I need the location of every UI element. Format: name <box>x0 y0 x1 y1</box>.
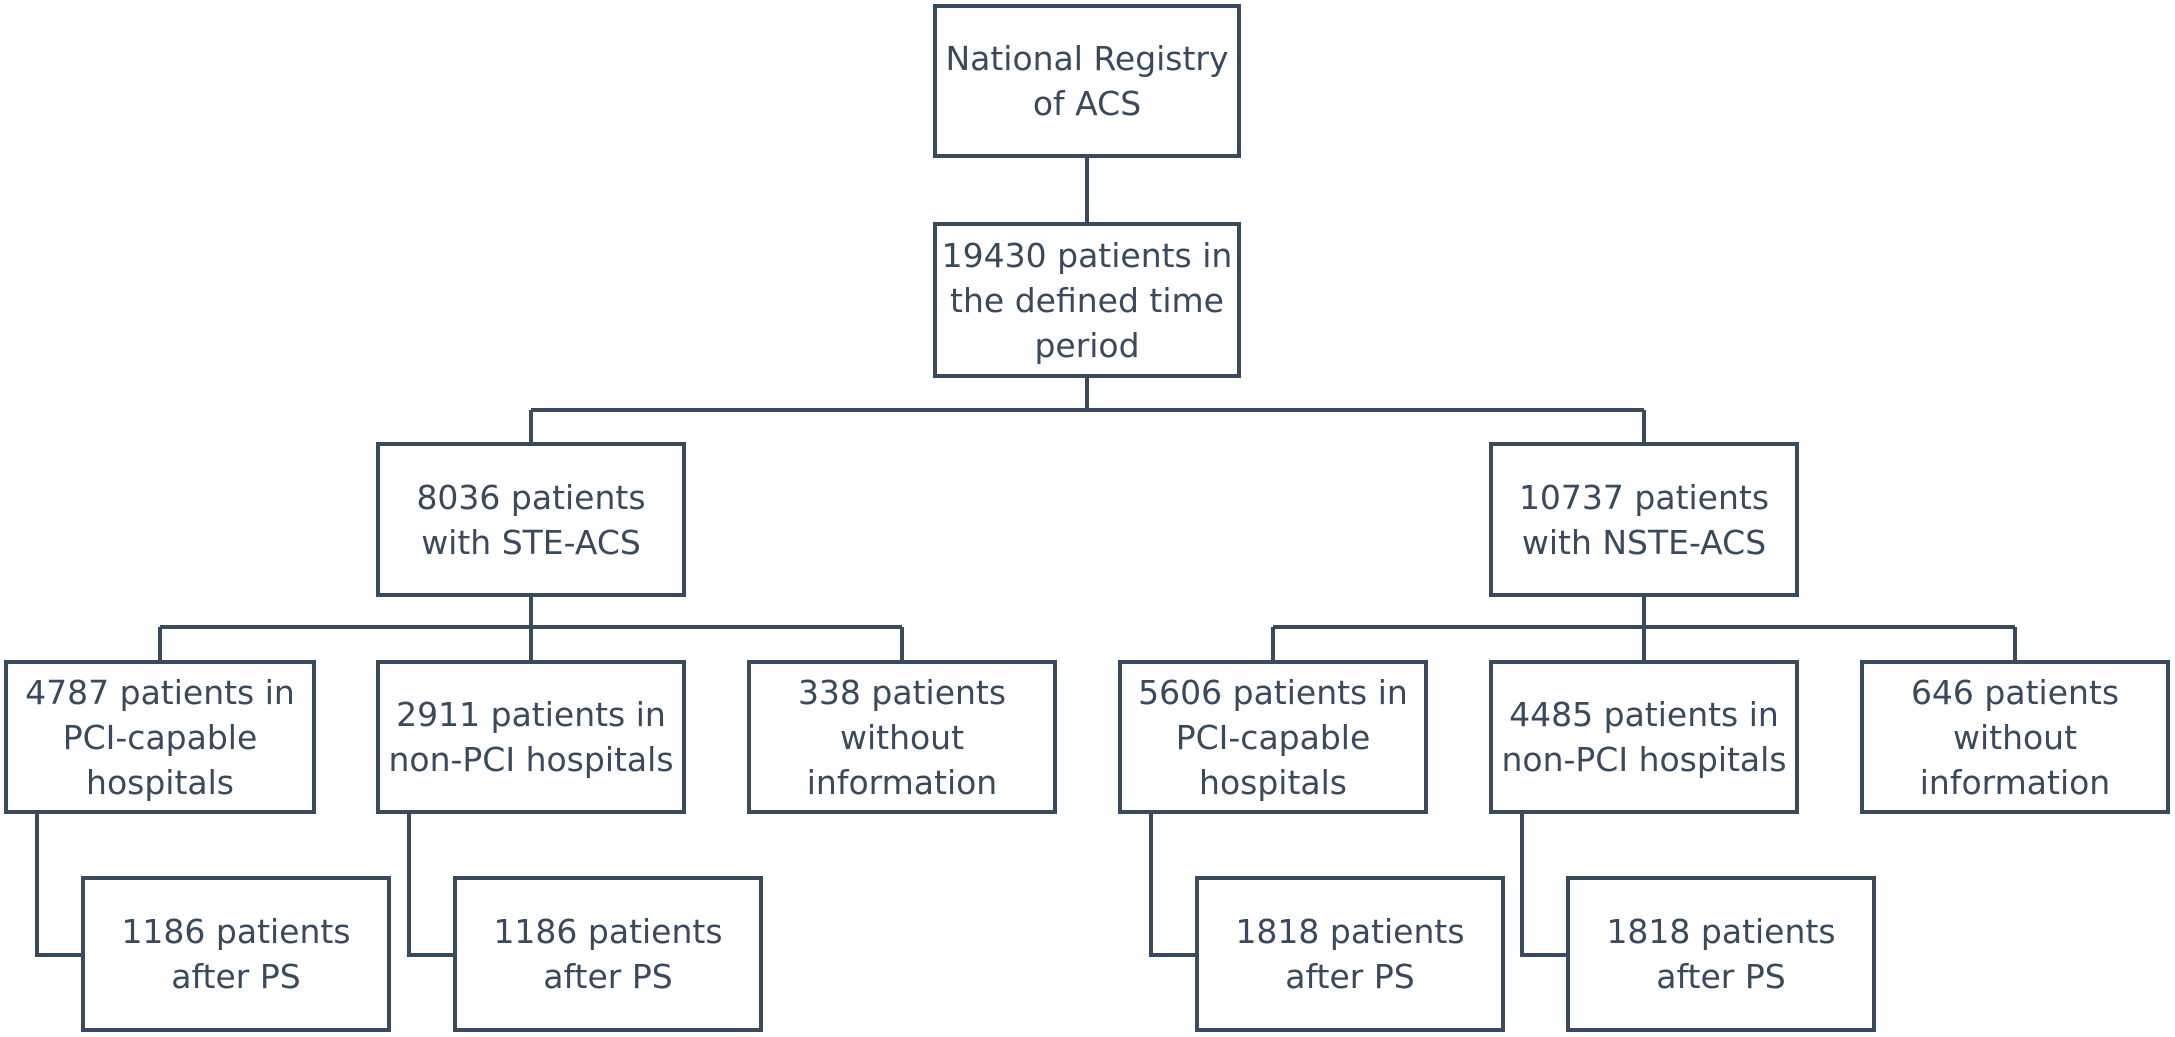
connector-ste-pci-ps <box>35 814 83 957</box>
node-ste-noinfo-line-1: 338 patients <box>797 672 1007 712</box>
connector-ste-nonpci-ps <box>407 814 455 957</box>
node-nste-nonpci: 4485 patients in non-PCI hospitals <box>1489 660 1799 814</box>
node-nste-line-1: 10737 patients <box>1518 477 1770 517</box>
node-nste-pci-ps-line-2: after PS <box>1285 957 1415 996</box>
node-ste-noinfo-line-2: without <box>839 717 965 757</box>
node-ste-line-1: 8036 patients <box>416 477 646 517</box>
connector-nste-children <box>1271 597 2017 660</box>
node-nste-pci: 5606 patients in PCI-capable hospitals <box>1118 660 1428 814</box>
node-nste-pci-line-1: 5606 patients in <box>1138 672 1408 712</box>
node-nste-pci-ps-line-1: 1818 patients <box>1235 912 1465 951</box>
node-total-line-3: period <box>1034 325 1140 365</box>
node-nste-noinfo-line-3: information <box>1919 762 2111 802</box>
connector-ste-children <box>158 597 904 660</box>
node-ste-pci: 4787 patients in PCI-capable hospitals <box>4 660 316 814</box>
node-ste-pci-line-2: PCI-capable <box>62 717 258 757</box>
node-nste-nonpci-line-1: 4485 patients in <box>1509 695 1779 734</box>
node-ste-nonpci-ps-line-2: after PS <box>543 957 673 996</box>
node-registry-line-2: of ACS <box>1032 84 1142 123</box>
node-total-line-2: the defined time <box>950 280 1224 320</box>
node-ste-nonpci-line-1: 2911 patients in <box>396 695 666 734</box>
connector-total-split <box>529 378 1646 442</box>
node-nste-noinfo-line-2: without <box>1952 717 2078 757</box>
node-nste-line-2: with NSTE-ACS <box>1521 522 1767 562</box>
node-nste-pci-line-3: hospitals <box>1199 762 1347 802</box>
node-ste-nonpci-line-2: non-PCI hospitals <box>388 740 674 779</box>
node-total: 19430 patients in the defined time perio… <box>933 222 1241 378</box>
node-nste-noinfo: 646 patients without information <box>1860 660 2170 814</box>
node-nste-noinfo-line-1: 646 patients <box>1910 672 2120 712</box>
node-ste-nonpci-ps: 1186 patients after PS <box>453 876 763 1032</box>
node-ste-pci-line-3: hospitals <box>86 762 234 802</box>
node-registry-line-1: National Registry <box>945 39 1229 78</box>
node-nste-nonpci-line-2: non-PCI hospitals <box>1501 740 1787 779</box>
node-registry: National Registry of ACS <box>933 4 1241 158</box>
node-nste-pci-line-2: PCI-capable <box>1175 717 1371 757</box>
node-nste-nonpci-ps-line-2: after PS <box>1656 957 1786 996</box>
node-nste-nonpci-ps-line-1: 1818 patients <box>1606 912 1836 951</box>
node-ste-line-2: with STE-ACS <box>421 522 641 562</box>
node-nste-nonpci-ps: 1818 patients after PS <box>1566 876 1876 1032</box>
connector-nste-pci-ps <box>1149 814 1197 957</box>
node-ste-noinfo: 338 patients without information <box>747 660 1057 814</box>
node-ste-pci-ps-line-1: 1186 patients <box>121 912 351 951</box>
node-ste-pci-ps: 1186 patients after PS <box>81 876 391 1032</box>
node-ste-pci-ps-line-2: after PS <box>171 957 301 996</box>
node-total-line-1: 19430 patients in <box>941 235 1233 275</box>
node-ste-nonpci: 2911 patients in non-PCI hospitals <box>376 660 686 814</box>
node-ste-noinfo-line-3: information <box>806 762 998 802</box>
node-ste-pci-line-1: 4787 patients in <box>25 672 295 712</box>
connector-nste-nonpci-ps <box>1520 814 1568 957</box>
node-nste-pci-ps: 1818 patients after PS <box>1195 876 1505 1032</box>
node-nste: 10737 patients with NSTE-ACS <box>1489 442 1799 597</box>
node-ste-nonpci-ps-line-1: 1186 patients <box>493 912 723 951</box>
node-ste: 8036 patients with STE-ACS <box>376 442 686 597</box>
